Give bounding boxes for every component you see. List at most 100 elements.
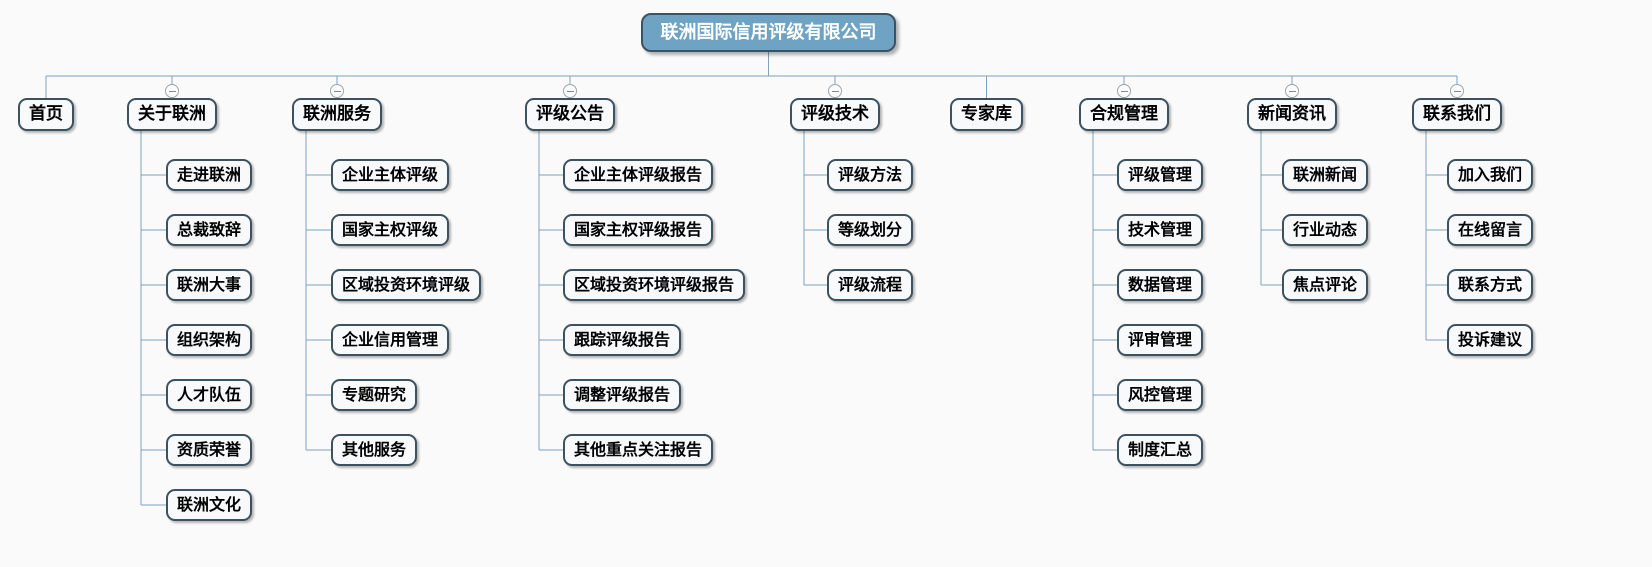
nav-node-7[interactable]: 合规管理 xyxy=(1079,98,1169,131)
sub-node-3-4[interactable]: 企业信用管理 xyxy=(331,324,450,356)
collapse-toggle-7[interactable] xyxy=(1117,84,1131,98)
node-label: 走进联洲 xyxy=(177,165,242,184)
node-label: 评级方法 xyxy=(838,165,903,184)
node-label: 企业主体评级报告 xyxy=(574,165,703,184)
nav-node-2[interactable]: 关于联洲 xyxy=(127,98,217,131)
collapse-toggle-4[interactable] xyxy=(563,84,577,98)
node-label: 合规管理 xyxy=(1090,104,1158,124)
node-label: 联系我们 xyxy=(1423,104,1491,124)
collapse-toggle-9[interactable] xyxy=(1450,84,1464,98)
sub-node-7-2[interactable]: 技术管理 xyxy=(1117,214,1204,246)
node-label: 其他重点关注报告 xyxy=(574,440,703,459)
node-label: 国家主权评级报告 xyxy=(574,220,703,239)
sub-node-2-6[interactable]: 资质荣誉 xyxy=(166,434,253,466)
node-label: 加入我们 xyxy=(1458,165,1523,184)
sub-node-9-4[interactable]: 投诉建议 xyxy=(1447,324,1534,356)
sub-node-4-3[interactable]: 区域投资环境评级报告 xyxy=(563,269,746,301)
sub-node-7-6[interactable]: 制度汇总 xyxy=(1117,434,1204,466)
node-label: 跟踪评级报告 xyxy=(574,330,671,349)
node-label: 联洲服务 xyxy=(303,104,371,124)
node-label: 企业信用管理 xyxy=(342,330,439,349)
sub-node-7-5[interactable]: 风控管理 xyxy=(1117,379,1204,411)
sub-node-7-3[interactable]: 数据管理 xyxy=(1117,269,1204,301)
sub-node-8-2[interactable]: 行业动态 xyxy=(1282,214,1369,246)
nav-node-9[interactable]: 联系我们 xyxy=(1412,98,1502,131)
sub-node-2-3[interactable]: 联洲大事 xyxy=(166,269,253,301)
collapse-toggle-8[interactable] xyxy=(1285,84,1299,98)
root-node[interactable]: 联洲国际信用评级有限公司 xyxy=(641,13,896,52)
nav-node-1[interactable]: 首页 xyxy=(18,98,74,131)
sub-node-5-1[interactable]: 评级方法 xyxy=(827,159,914,191)
nav-node-3[interactable]: 联洲服务 xyxy=(292,98,382,131)
node-label: 专题研究 xyxy=(342,385,407,404)
node-label: 专家库 xyxy=(961,104,1012,124)
node-label: 调整评级报告 xyxy=(574,385,671,404)
sub-node-8-1[interactable]: 联洲新闻 xyxy=(1282,159,1369,191)
nav-node-5[interactable]: 评级技术 xyxy=(790,98,880,131)
sub-node-4-1[interactable]: 企业主体评级报告 xyxy=(563,159,714,191)
sub-node-9-3[interactable]: 联系方式 xyxy=(1447,269,1534,301)
node-label: 区域投资环境评级 xyxy=(342,275,471,294)
minus-icon xyxy=(1288,90,1296,92)
sub-node-3-2[interactable]: 国家主权评级 xyxy=(331,214,450,246)
node-label: 企业主体评级 xyxy=(342,165,439,184)
sub-node-3-6[interactable]: 其他服务 xyxy=(331,434,418,466)
sub-node-4-2[interactable]: 国家主权评级报告 xyxy=(563,214,714,246)
sub-node-3-3[interactable]: 区域投资环境评级 xyxy=(331,269,482,301)
node-label: 其他服务 xyxy=(342,440,407,459)
node-label: 投诉建议 xyxy=(1458,330,1523,349)
sub-node-2-5[interactable]: 人才队伍 xyxy=(166,379,253,411)
node-label: 组织架构 xyxy=(177,330,242,349)
node-label: 联洲新闻 xyxy=(1293,165,1358,184)
sub-node-4-4[interactable]: 跟踪评级报告 xyxy=(563,324,682,356)
sub-node-8-3[interactable]: 焦点评论 xyxy=(1282,269,1369,301)
node-label: 评级技术 xyxy=(801,104,869,124)
minus-icon xyxy=(1120,90,1128,92)
node-label: 总裁致辞 xyxy=(177,220,242,239)
sub-node-9-2[interactable]: 在线留言 xyxy=(1447,214,1534,246)
minus-icon xyxy=(1453,90,1461,92)
node-label: 制度汇总 xyxy=(1128,440,1193,459)
sub-node-7-4[interactable]: 评审管理 xyxy=(1117,324,1204,356)
node-label: 新闻资讯 xyxy=(1258,104,1326,124)
sub-node-5-2[interactable]: 等级划分 xyxy=(827,214,914,246)
node-label: 联洲文化 xyxy=(177,495,242,514)
collapse-toggle-5[interactable] xyxy=(828,84,842,98)
node-label: 国家主权评级 xyxy=(342,220,439,239)
node-label: 焦点评论 xyxy=(1293,275,1358,294)
node-label: 联洲大事 xyxy=(177,275,242,294)
sub-node-2-7[interactable]: 联洲文化 xyxy=(166,489,253,521)
collapse-toggle-2[interactable] xyxy=(165,84,179,98)
sub-node-2-1[interactable]: 走进联洲 xyxy=(166,159,253,191)
nav-node-4[interactable]: 评级公告 xyxy=(525,98,615,131)
node-label: 联系方式 xyxy=(1458,275,1523,294)
minus-icon xyxy=(333,90,341,92)
sub-node-3-1[interactable]: 企业主体评级 xyxy=(331,159,450,191)
node-label: 等级划分 xyxy=(838,220,903,239)
minus-icon xyxy=(566,90,574,92)
sub-node-7-1[interactable]: 评级管理 xyxy=(1117,159,1204,191)
sub-node-4-6[interactable]: 其他重点关注报告 xyxy=(563,434,714,466)
node-label: 在线留言 xyxy=(1458,220,1523,239)
sub-node-9-1[interactable]: 加入我们 xyxy=(1447,159,1534,191)
collapse-toggle-3[interactable] xyxy=(330,84,344,98)
nav-node-6[interactable]: 专家库 xyxy=(950,98,1023,131)
node-label: 行业动态 xyxy=(1293,220,1358,239)
sub-node-2-2[interactable]: 总裁致辞 xyxy=(166,214,253,246)
nav-node-8[interactable]: 新闻资讯 xyxy=(1247,98,1337,131)
minus-icon xyxy=(168,90,176,92)
sub-node-2-4[interactable]: 组织架构 xyxy=(166,324,253,356)
node-label: 风控管理 xyxy=(1128,385,1193,404)
node-label: 评级管理 xyxy=(1128,165,1193,184)
node-label: 人才队伍 xyxy=(177,385,242,404)
node-label: 评级流程 xyxy=(838,275,903,294)
node-label: 技术管理 xyxy=(1128,220,1193,239)
node-label: 区域投资环境评级报告 xyxy=(574,275,735,294)
node-label: 评审管理 xyxy=(1128,330,1193,349)
node-label: 关于联洲 xyxy=(138,104,206,124)
sub-node-5-3[interactable]: 评级流程 xyxy=(827,269,914,301)
sub-node-3-5[interactable]: 专题研究 xyxy=(331,379,418,411)
node-label: 评级公告 xyxy=(536,104,604,124)
sub-node-4-5[interactable]: 调整评级报告 xyxy=(563,379,682,411)
node-label: 首页 xyxy=(29,104,63,124)
